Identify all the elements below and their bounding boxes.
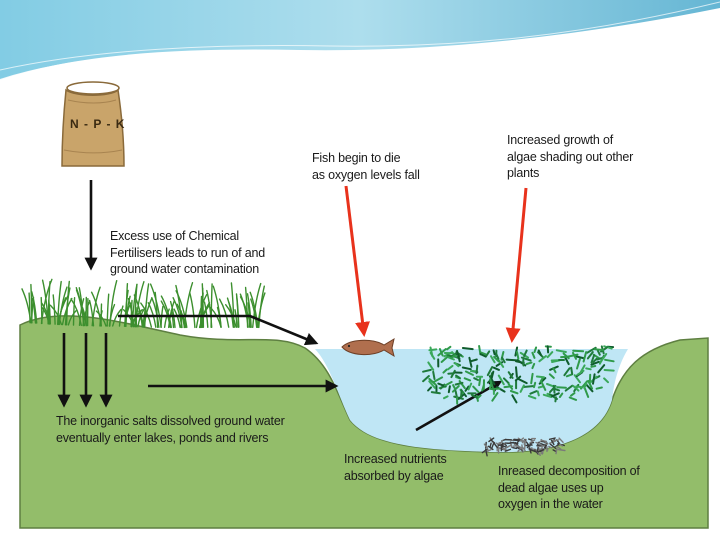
label-algae-growth: Increased growth of algae shading out ot… <box>507 133 634 180</box>
grass-icon <box>21 278 266 329</box>
arrow-nutrients-to-algae <box>415 380 503 432</box>
label-decomposition: Inreased decomposition of dead algae use… <box>498 464 640 511</box>
fertiliser-bag-label: N - P - K <box>70 117 126 131</box>
arrow-algae-growth <box>505 187 528 343</box>
header-banner <box>0 0 720 81</box>
sediment-icon <box>481 437 566 457</box>
fertiliser-bag-icon <box>61 81 125 167</box>
label-fish-die: Fish begin to die as oxygen levels fall <box>312 151 420 182</box>
label-excess-fertiliser: Excess use of Chemical Fertilisers leads… <box>110 229 265 276</box>
fish-icon <box>341 337 395 358</box>
label-salts-enter: The inorganic salts dissolved ground wat… <box>56 414 285 445</box>
label-nutrients-absorbed: Increased nutrients absorbed by algae <box>344 452 447 483</box>
arrow-runoff <box>118 314 319 346</box>
algae-icon <box>422 345 615 405</box>
arrow-fish-die <box>344 185 370 337</box>
